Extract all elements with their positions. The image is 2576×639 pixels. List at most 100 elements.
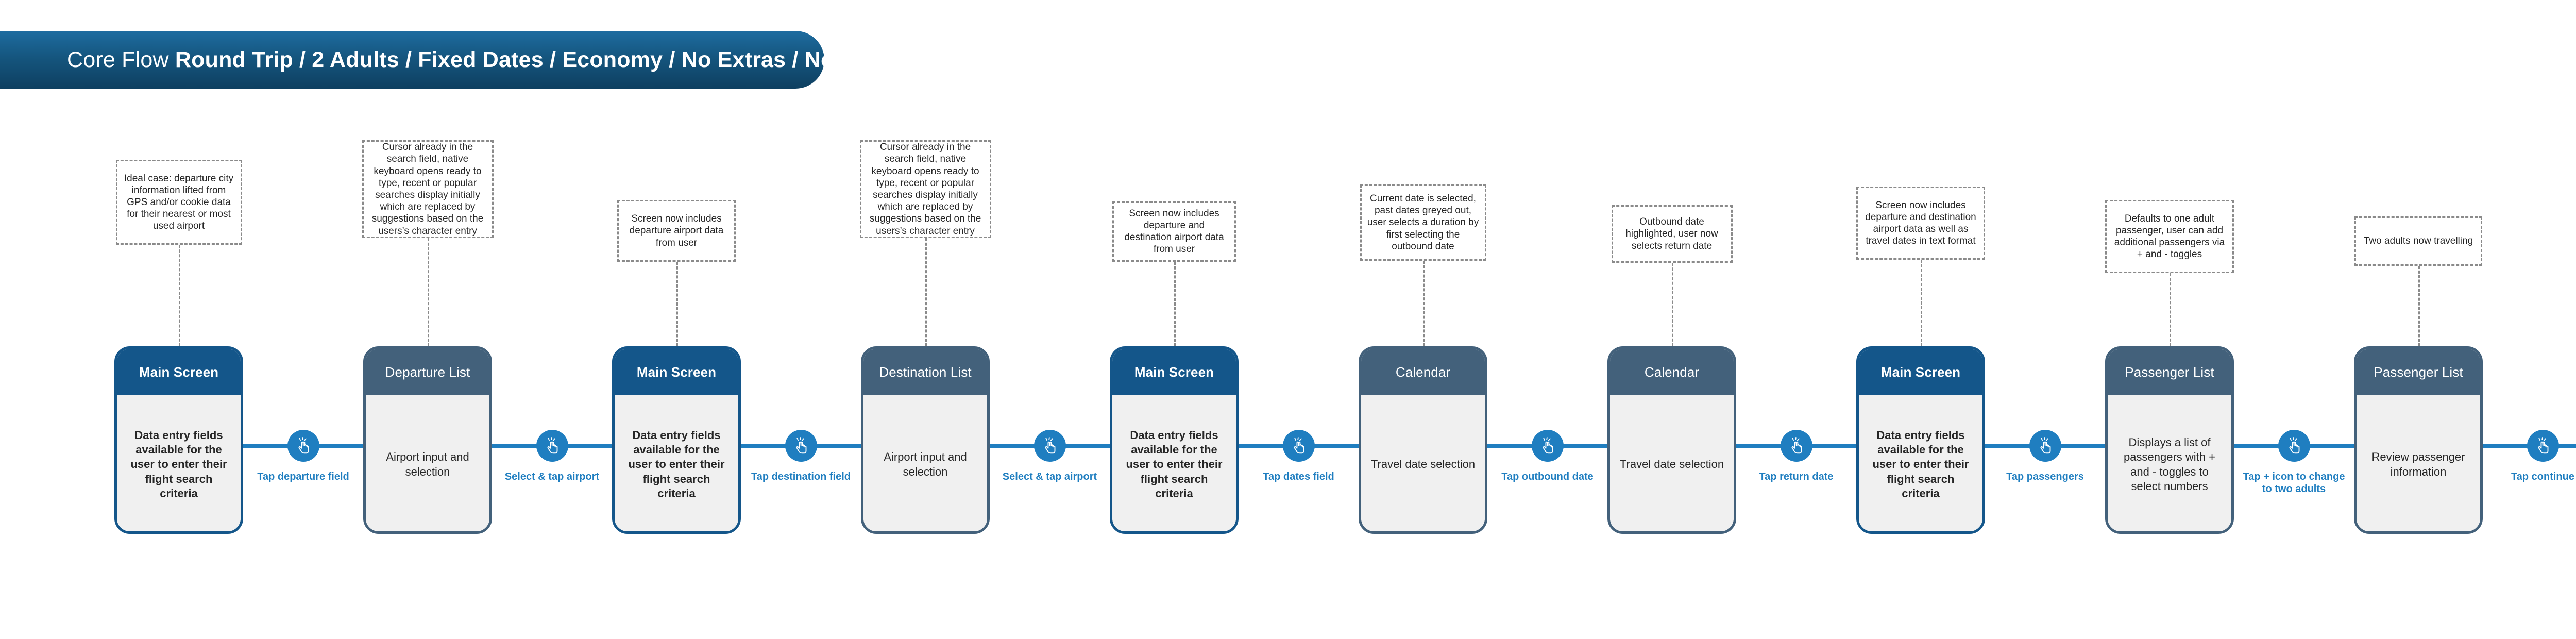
tap-action-label: Tap departure field [257, 471, 349, 482]
tap-action-icon[interactable] [785, 430, 817, 462]
tap-action-label: Tap outbound date [1501, 471, 1594, 482]
screen-card-title: Passenger List [2374, 364, 2463, 380]
annotation-note-text: Ideal case: departure city information l… [124, 173, 234, 232]
screen-card-body: Travel date selection [1610, 395, 1734, 531]
annotation-note: Outbound date highlighted, user now sele… [1611, 205, 1733, 263]
screen-card-body-text: Data entry fields available for the user… [130, 429, 227, 500]
screen-card-body: Displays a list of passengers with + and… [2108, 395, 2231, 531]
screen-card-header: Passenger List [2108, 349, 2231, 395]
annotation-connector [2418, 266, 2420, 346]
annotation-note: Current date is selected, past dates gre… [1360, 184, 1486, 261]
page-title-banner: Core Flow Round Trip / 2 Adults / Fixed … [0, 31, 901, 89]
screen-card-body: Data entry fields available for the user… [1859, 395, 1982, 531]
screen-card-body: Data entry fields available for the user… [615, 395, 738, 531]
tap-action-icon[interactable] [536, 430, 568, 462]
annotation-note-text: Current date is selected, past dates gre… [1367, 193, 1479, 252]
tap-action-icon[interactable] [287, 430, 319, 462]
screen-card-body-text: Review passenger information [2371, 450, 2465, 478]
annotation-note: Ideal case: departure city information l… [115, 160, 242, 245]
annotation-note-text: Cursor already in the search field, nati… [869, 142, 981, 237]
screen-card-body-text: Data entry fields available for the user… [1126, 429, 1223, 500]
tap-action-icon[interactable] [1282, 430, 1315, 462]
annotation-note-text: Screen now includes departure and destin… [1865, 199, 1976, 247]
screen-card-body-text: Airport input and selection [386, 450, 469, 478]
page-title-bold: Round Trip / 2 Adults / Fixed Dates / Ec… [175, 47, 902, 72]
screen-card-body: Review passenger information [2357, 395, 2480, 531]
tap-action-icon[interactable] [2278, 430, 2310, 462]
annotation-connector [1921, 260, 1922, 346]
screen-card-body-text: Data entry fields available for the user… [628, 429, 725, 500]
tap-action-icon[interactable] [2029, 430, 2061, 462]
annotation-note-text: Outbound date highlighted, user now sele… [1625, 216, 1718, 251]
screen-card-body: Data entry fields available for the user… [117, 395, 241, 531]
page-title-lead: Core Flow [67, 47, 175, 72]
annotation-note-text: Screen now includes departure and destin… [1124, 208, 1224, 255]
annotation-note-text: Defaults to one adult passenger, user ca… [2114, 213, 2225, 260]
screen-card-title: Main Screen [1880, 364, 1961, 380]
tap-action-label: Select & tap airport [504, 471, 600, 482]
annotation-connector [1174, 262, 1176, 346]
screen-card-title: Passenger List [2125, 364, 2214, 380]
screen-card-title: Main Screen [636, 364, 717, 380]
tap-action-icon[interactable] [1033, 430, 1066, 462]
annotation-note: Two adults now travelling [2354, 216, 2482, 266]
screen-card-body: Airport input and selection [863, 395, 987, 531]
screen-card-body-text: Travel date selection [1619, 458, 1724, 471]
screen-card-body-text: Displays a list of passengers with + and… [2124, 436, 2215, 493]
tap-action-label: Tap continue [2511, 471, 2574, 482]
tap-action-label: Tap + icon to change to two adults [2243, 471, 2345, 495]
screen-card-body: Data entry fields available for the user… [1112, 395, 1236, 531]
page-title: Core Flow Round Trip / 2 Adults / Fixed … [67, 47, 902, 73]
annotation-connector [1672, 263, 1673, 346]
annotation-note-text: Cursor already in the search field, nati… [371, 142, 484, 237]
screen-card-title: Calendar [1395, 364, 1451, 380]
screen-card-header: Calendar [1610, 349, 1734, 395]
tap-action-icon[interactable] [2527, 430, 2559, 462]
screen-card-header: Main Screen [615, 349, 738, 395]
screen-card-header: Departure List [366, 349, 489, 395]
annotation-connector [676, 262, 678, 346]
screen-card-header: Destination List [863, 349, 987, 395]
annotation-note: Defaults to one adult passenger, user ca… [2105, 200, 2234, 273]
screen-card-header: Passenger List [2357, 349, 2480, 395]
annotation-note: Cursor already in the search field, nati… [362, 140, 494, 238]
annotation-connector [179, 245, 180, 346]
annotation-note: Cursor already in the search field, nati… [859, 140, 991, 238]
tap-action-icon[interactable] [1531, 430, 1564, 462]
tap-action-label: Tap return date [1759, 471, 1834, 482]
tap-action-label: Tap passengers [2006, 471, 2084, 482]
screen-card-title: Calendar [1644, 364, 1700, 380]
annotation-connector [1423, 261, 1425, 346]
screen-card-header: Main Screen [1859, 349, 1982, 395]
tap-action-label: Select & tap airport [1002, 471, 1097, 482]
screen-card-title: Main Screen [1134, 364, 1214, 380]
screen-card-body: Travel date selection [1361, 395, 1485, 531]
screen-card-header: Main Screen [117, 349, 241, 395]
annotation-note: Screen now includes departure and destin… [1856, 187, 1985, 260]
screen-card-body-text: Travel date selection [1370, 458, 1476, 471]
screen-card-title: Main Screen [139, 364, 219, 380]
screen-card-title: Departure List [385, 364, 470, 380]
annotation-note: Screen now includes departure airport da… [617, 200, 736, 262]
annotation-note-text: Two adults now travelling [2363, 236, 2473, 247]
annotation-note-text: Screen now includes departure airport da… [629, 213, 724, 248]
tap-action-label: Tap destination field [751, 471, 851, 482]
annotation-connector [925, 238, 927, 346]
annotation-note: Screen now includes departure and destin… [1112, 201, 1236, 262]
annotation-connector [428, 238, 429, 346]
screen-card-header: Main Screen [1112, 349, 1236, 395]
annotation-connector [2170, 273, 2171, 346]
tap-action-label: Tap dates field [1263, 471, 1334, 482]
tap-action-icon[interactable] [1780, 430, 1812, 462]
